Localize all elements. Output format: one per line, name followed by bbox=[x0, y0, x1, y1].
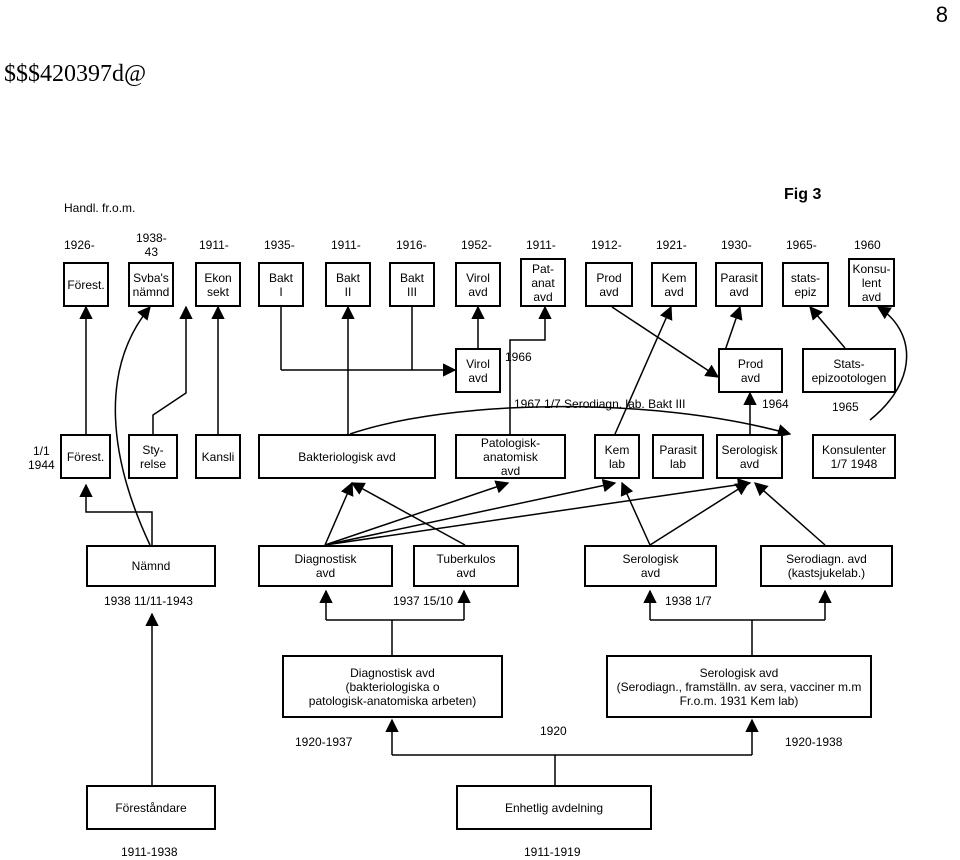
top-year-11: 1930- bbox=[721, 238, 752, 252]
top-year-13: 1960 bbox=[854, 238, 881, 252]
top-box-konsulent-avd: Konsu- lent avd bbox=[848, 258, 895, 307]
top-box-kem-avd: Kem avd bbox=[651, 262, 697, 307]
row1944-box-styrelse: Sty- relse bbox=[128, 434, 178, 479]
annotation-serodiagn-1967: 1967 1/7 Serodiagn. lab. Bakt III bbox=[514, 397, 686, 411]
row1944-box-kem-lab: Kem lab bbox=[594, 434, 640, 479]
row1938-date-serologisk: 1938 1/7 bbox=[665, 594, 712, 608]
row1911-box-forestandare: Föreståndare bbox=[86, 785, 216, 830]
top-year-12: 1965- bbox=[786, 238, 817, 252]
row1938-date-namnd: 1938 11/11-1943 bbox=[104, 594, 193, 608]
row1938-box-tuberkulos-avd: Tuberkulos avd bbox=[413, 545, 519, 587]
header-left-label: Handl. fr.o.m. bbox=[64, 201, 136, 215]
page-number: 8 bbox=[935, 2, 948, 27]
row1920-date-center: 1920 bbox=[540, 724, 567, 738]
top-box-parasit-avd: Parasit avd bbox=[715, 262, 763, 307]
document-code: $$$420397d@ bbox=[4, 61, 147, 87]
top-box-bakt-3: Bakt III bbox=[389, 262, 435, 307]
top-box-bakt-1: Bakt I bbox=[258, 262, 304, 307]
top-box-svbas-namnd: Svba's nämnd bbox=[128, 262, 174, 307]
row1938-date-diagnostisk: 1937 15/10 bbox=[393, 594, 454, 608]
row1911-box-enhetlig-avdelning: Enhetlig avdelning bbox=[456, 785, 652, 830]
row1938-box-serologisk-avd: Serologisk avd bbox=[584, 545, 717, 587]
row1944-box-parasit-lab: Parasit lab bbox=[652, 434, 704, 479]
figure-label: Fig 3 bbox=[784, 186, 822, 203]
row1944-box-kansli: Kansli bbox=[195, 434, 241, 479]
top-box-stats-epiz: stats- epiz bbox=[782, 262, 829, 307]
mid-virol-year: 1966 bbox=[505, 350, 532, 364]
row1920-date-diagnostisk: 1920-1937 bbox=[295, 735, 353, 749]
mid-box-prod-avd: Prod avd bbox=[718, 348, 783, 393]
row1944-box-konsulenter: Konsulenter 1/7 1948 bbox=[812, 434, 896, 479]
top-box-virol-avd: Virol avd bbox=[455, 262, 501, 307]
top-year-8: 1911- bbox=[526, 238, 556, 252]
mid-box-virol-avd: Virol avd bbox=[455, 348, 501, 393]
row1938-box-serodiagn-avd: Serodiagn. avd (kastsjukelab.) bbox=[760, 545, 893, 587]
row1911-date-enhetlig: 1911-1919 bbox=[524, 845, 581, 859]
row1944-box-forest: Förest. bbox=[60, 434, 111, 479]
row1944-box-bakteriologisk-avd: Bakteriologisk avd bbox=[258, 434, 436, 479]
top-year-3: 1911- bbox=[199, 238, 229, 252]
top-year-1: 1926- bbox=[64, 238, 95, 252]
row1920-box-serologisk-avd: Serologisk avd (Serodiagn., framställn. … bbox=[606, 655, 872, 718]
mid-box-stats-epizootologen: Stats- epizootologen bbox=[802, 348, 896, 393]
top-year-7: 1952- bbox=[461, 238, 492, 252]
top-box-pat-anat-avd: Pat- anat avd bbox=[520, 258, 566, 307]
top-year-5: 1911- bbox=[331, 238, 361, 252]
row1938-box-namnd: Nämnd bbox=[86, 545, 216, 587]
top-year-4: 1935- bbox=[264, 238, 295, 252]
row1944-box-patologisk-anatomisk-avd: Patologisk- anatomisk avd bbox=[455, 434, 566, 479]
top-box-bakt-2: Bakt II bbox=[325, 262, 371, 307]
top-year-6: 1916- bbox=[396, 238, 427, 252]
top-year-2: 1938- 43 bbox=[136, 231, 167, 259]
top-year-10: 1921- bbox=[656, 238, 687, 252]
top-box-forest: Förest. bbox=[63, 262, 109, 307]
top-box-ekon-sekt: Ekon sekt bbox=[195, 262, 241, 307]
row1944-date: 1/1 1944 bbox=[28, 444, 55, 472]
annotation-1964: 1964 bbox=[762, 397, 789, 411]
row1938-box-diagnostisk-avd: Diagnostisk avd bbox=[258, 545, 393, 587]
top-year-9: 1912- bbox=[591, 238, 622, 252]
row1920-box-diagnostisk-avd: Diagnostisk avd (bakteriologiska o patol… bbox=[282, 655, 503, 718]
row1944-box-serologisk-avd: Serologisk avd bbox=[716, 434, 783, 479]
row1920-date-serologisk: 1920-1938 bbox=[785, 735, 843, 749]
top-box-prod-avd: Prod avd bbox=[585, 262, 633, 307]
annotation-1965: 1965 bbox=[832, 400, 859, 414]
row1911-date-forestandare: 1911-1938 bbox=[121, 845, 178, 859]
